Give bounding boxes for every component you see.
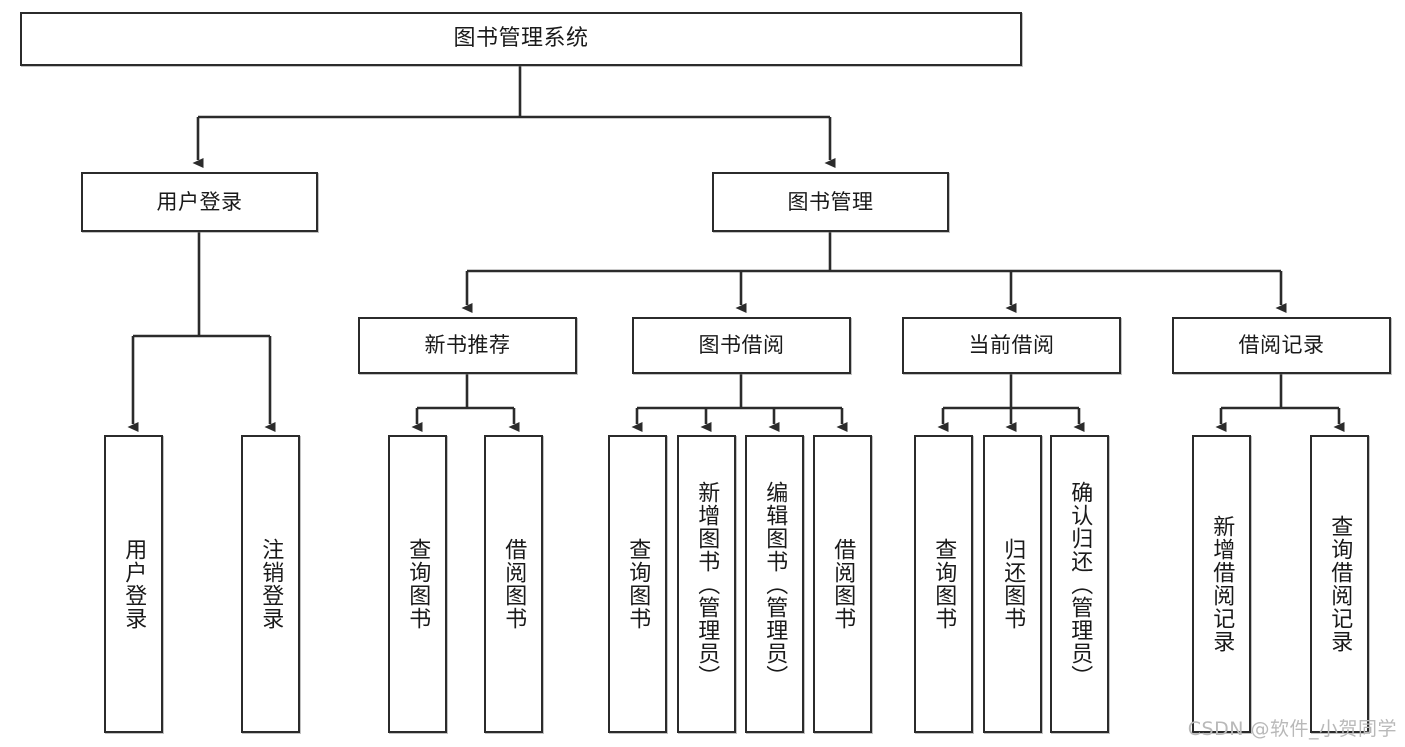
- node-label: 新增借阅记录: [1209, 515, 1235, 653]
- node-new-book-recommendation[interactable]: 新书推荐: [358, 317, 577, 374]
- node-label: 注销登录: [258, 538, 284, 630]
- node-label: 编辑图书（管理员）: [762, 480, 788, 688]
- node-label: 归还图书: [1000, 538, 1026, 630]
- leaf-user-login[interactable]: 用户登录: [104, 435, 163, 733]
- node-label: 借阅图书: [501, 538, 527, 630]
- leaf-current-return-books[interactable]: 归还图书: [983, 435, 1042, 733]
- node-label: 图书管理系统: [453, 26, 589, 52]
- leaf-borrow-edit-book-admin[interactable]: 编辑图书（管理员）: [745, 435, 804, 733]
- node-book-management[interactable]: 图书管理: [712, 172, 949, 232]
- node-label: 用户登录: [121, 538, 147, 630]
- node-label: 新书推荐: [424, 333, 511, 358]
- node-label: 借阅记录: [1238, 333, 1325, 358]
- node-label: 图书管理: [787, 189, 874, 214]
- node-label: 新增图书（管理员）: [694, 480, 720, 688]
- node-current-borrow[interactable]: 当前借阅: [902, 317, 1121, 374]
- node-book-borrow[interactable]: 图书借阅: [632, 317, 851, 374]
- node-label: 确认归还（管理员）: [1067, 480, 1093, 688]
- node-borrow-record[interactable]: 借阅记录: [1172, 317, 1391, 374]
- node-label: 查询图书: [405, 538, 431, 630]
- node-label: 查询图书: [931, 538, 957, 630]
- leaf-newbook-query-books[interactable]: 查询图书: [388, 435, 447, 733]
- leaf-record-add-borrow-record[interactable]: 新增借阅记录: [1192, 435, 1251, 733]
- csdn-watermark: CSDN @软件_小贺同学: [1187, 718, 1397, 740]
- node-label: 借阅图书: [830, 538, 856, 630]
- node-label: 查询借阅记录: [1327, 515, 1353, 653]
- node-label: 当前借阅: [968, 333, 1055, 358]
- leaf-borrow-add-book-admin[interactable]: 新增图书（管理员）: [677, 435, 736, 733]
- node-user-login[interactable]: 用户登录: [81, 172, 318, 232]
- leaf-logout[interactable]: 注销登录: [241, 435, 300, 733]
- leaf-record-query-borrow-record[interactable]: 查询借阅记录: [1310, 435, 1369, 733]
- node-label: 查询图书: [625, 538, 651, 630]
- leaf-borrow-query-books[interactable]: 查询图书: [608, 435, 667, 733]
- node-label: 用户登录: [156, 189, 243, 214]
- leaf-newbook-borrow-books[interactable]: 借阅图书: [484, 435, 543, 733]
- node-root-book-management-system[interactable]: 图书管理系统: [20, 12, 1022, 66]
- leaf-borrow-borrow-books[interactable]: 借阅图书: [813, 435, 872, 733]
- leaf-current-query-books[interactable]: 查询图书: [914, 435, 973, 733]
- leaf-current-confirm-return-admin[interactable]: 确认归还（管理员）: [1050, 435, 1109, 733]
- node-label: 图书借阅: [698, 333, 785, 358]
